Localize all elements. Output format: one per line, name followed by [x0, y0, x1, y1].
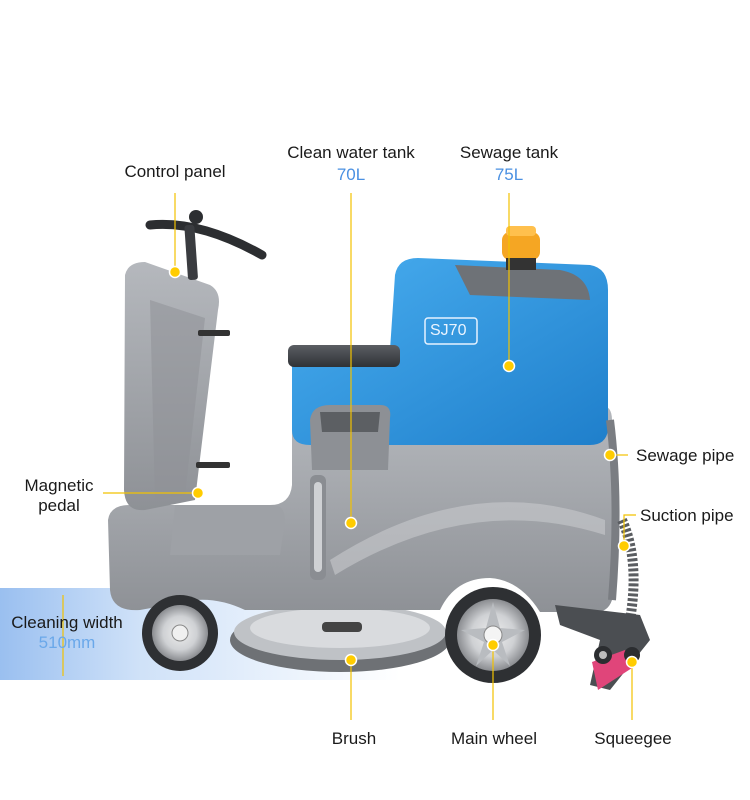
tank-assembly — [288, 226, 608, 470]
sewage-capacity: 75L — [494, 165, 524, 184]
pedal-bar — [198, 330, 230, 336]
brush-dot — [344, 653, 358, 667]
machine-body — [108, 262, 612, 612]
callout-dots — [168, 265, 639, 669]
clean-water-dot — [344, 516, 358, 530]
label-clean-water-tank: Clean water tank — [287, 143, 415, 162]
label-cleaning-width: Cleaning width — [11, 613, 123, 632]
label-sewage-tank: Sewage tank — [459, 143, 559, 162]
label-main-wheel: Main wheel — [451, 729, 537, 748]
label-brush: Brush — [331, 729, 377, 748]
callout-lines — [62, 193, 636, 720]
squeegee-dot — [625, 655, 639, 669]
cleaning-width-value: 510mm — [38, 633, 96, 652]
pedal-bar-lower — [196, 462, 230, 468]
sewage-pipe-dot — [603, 448, 617, 462]
label-squeegee: Squeegee — [594, 729, 672, 748]
front-wheel — [142, 595, 218, 671]
steering-wheel — [145, 210, 267, 281]
label-suction-pipe: Suction pipe — [640, 506, 734, 525]
model-plate-text: SJ70 — [430, 322, 467, 339]
pipes — [606, 419, 639, 621]
suction-pipe-leader — [623, 514, 636, 545]
sewage-tank-dot — [502, 359, 516, 373]
suction-pipe-dot — [617, 539, 631, 553]
magnetic-pedal-dot — [191, 486, 205, 500]
brush-deck — [230, 604, 450, 672]
label-magnetic-pedal-line2: pedal — [38, 496, 80, 515]
label-control-panel: Control panel — [124, 162, 226, 181]
main-wheel-dot — [486, 638, 500, 652]
squeegee-assembly — [555, 605, 650, 690]
control-panel-dot — [168, 265, 182, 279]
label-sewage-pipe: Sewage pipe — [636, 446, 735, 465]
label-magnetic-pedal-line1: Magnetic — [24, 476, 94, 495]
clean-water-capacity: 70L — [336, 165, 366, 184]
main-wheel-graphic — [445, 587, 541, 683]
